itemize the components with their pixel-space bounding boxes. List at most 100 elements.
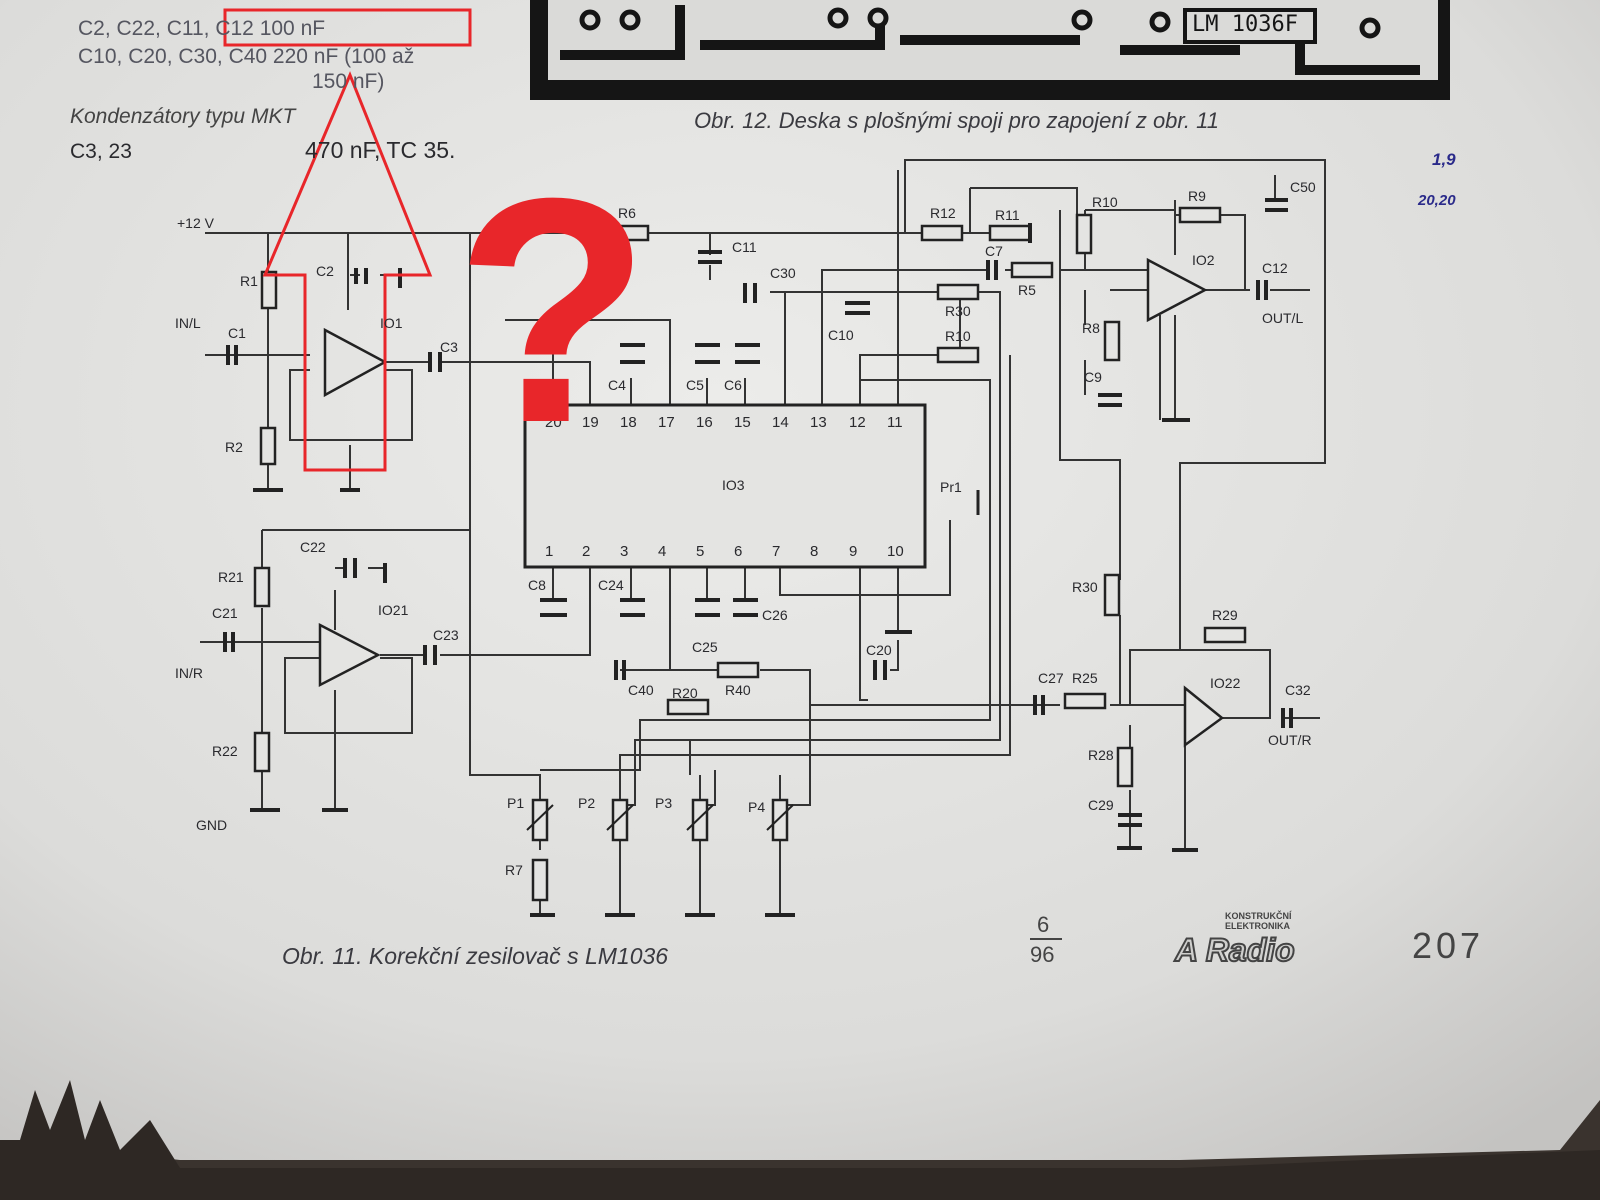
issue-fraction-bar [1030, 938, 1062, 940]
c3-label: C3, 23 [70, 140, 132, 163]
publisher-logo: A Radio [1174, 931, 1296, 969]
label-r22: R22 [212, 743, 238, 759]
parts-list-line-3: 150 nF) [312, 70, 385, 93]
pin-12: 12 [849, 414, 866, 431]
label-r6: R6 [618, 205, 636, 221]
input-right-label: IN/R [175, 665, 203, 681]
label-c8: C8 [528, 577, 546, 593]
pin-13: 13 [810, 414, 827, 431]
label-c12: C12 [1262, 260, 1288, 276]
label-c40: C40 [628, 682, 654, 698]
ground-label: GND [196, 817, 227, 833]
supply-label: +12 V [177, 215, 215, 231]
label-c30: C30 [770, 265, 796, 281]
pin-5: 5 [696, 543, 704, 560]
label-r8: R8 [1082, 320, 1100, 336]
pin-11: 11 [887, 414, 903, 431]
label-r12: R12 [930, 205, 956, 221]
pot-wipers [526, 804, 794, 831]
label-c6: C6 [724, 377, 742, 393]
label-p2: P2 [578, 795, 595, 811]
pin-20: 20 [545, 414, 562, 431]
pin-17: 17 [658, 414, 675, 431]
question-mark: ? [455, 131, 651, 489]
schematic-components [253, 206, 1247, 902]
label-r1: R1 [240, 273, 258, 289]
pin-9: 9 [849, 543, 857, 560]
input-left-label: IN/L [175, 315, 201, 331]
pcb-chip-label: LM 1036F [1192, 12, 1298, 37]
mkt-heading: Kondenzátory typu MKT [70, 105, 296, 128]
label-c4: C4 [608, 377, 626, 393]
io3-pins-bottom: 1 2 3 4 5 6 7 8 9 10 [545, 543, 904, 560]
pcb-board [530, 0, 1450, 100]
io2-label: IO2 [1192, 252, 1215, 268]
label-c1: C1 [228, 325, 246, 341]
label-r30: R30 [1072, 579, 1098, 595]
component-labels: R1 R2 R21 R22 R6 R12 R11 R10 R9 R5 R30 R… [212, 179, 1316, 878]
label-c22: C22 [300, 539, 326, 555]
highlight-box [223, 8, 472, 47]
label-r2: R2 [225, 439, 243, 455]
capacitor-plates [223, 198, 1293, 917]
schematic-caption: Obr. 11. Korekční zesilovač s LM1036 [282, 943, 669, 969]
label-p1: P1 [507, 795, 524, 811]
label-r25: R25 [1072, 670, 1098, 686]
label-c20: C20 [866, 642, 892, 658]
label-c27: C27 [1038, 670, 1064, 686]
pin-6: 6 [734, 543, 742, 560]
publisher-small: KONSTRUKČNÍ ELEKTRONIKA [1225, 911, 1292, 931]
label-r10: R10 [945, 328, 971, 344]
page-number: 207 [1412, 925, 1485, 966]
parts-list-line-2: C10, C20, C30, C40 220 nF (100 až [78, 45, 415, 68]
label-r9: R9 [1188, 188, 1206, 204]
label-c5: C5 [686, 377, 704, 393]
label-r20: R20 [672, 685, 698, 701]
label-r7: R7 [505, 862, 523, 878]
label-c25: C25 [692, 639, 718, 655]
label-c32: C32 [1285, 682, 1311, 698]
handwritten-note-2: 20,20 [1417, 192, 1456, 209]
label-r10-top: R10 [1092, 194, 1118, 210]
issue-number-top: 6 [1037, 912, 1050, 937]
issue-number-bottom: 96 [1030, 942, 1055, 967]
pin-2: 2 [582, 543, 590, 560]
pin-7: 7 [772, 543, 780, 560]
label-r11: R11 [995, 207, 1020, 223]
output-right-label: OUT/R [1268, 732, 1312, 748]
c3-value: 470 nF, TC 35. [305, 137, 456, 163]
pin-10: 10 [887, 543, 904, 560]
handwritten-note-1: 1,9 [1432, 150, 1456, 169]
label-r21: R21 [218, 569, 244, 585]
pin-16: 16 [696, 414, 713, 431]
label-c3: C3 [440, 339, 458, 355]
label-r28: R28 [1088, 747, 1114, 763]
label-c2: C2 [316, 263, 334, 279]
label-r29: R29 [1212, 607, 1238, 623]
label-c23: C23 [433, 627, 459, 643]
pin-15: 15 [734, 414, 751, 431]
label-c21: C21 [212, 605, 238, 621]
label-c50: C50 [1290, 179, 1316, 195]
label-c24: C24 [598, 577, 624, 593]
label-r5: R5 [1018, 282, 1036, 298]
io1-label: IO1 [380, 315, 403, 331]
label-c26: C26 [762, 607, 788, 623]
label-p4: P4 [748, 799, 765, 815]
pin-4: 4 [658, 543, 666, 560]
io3-label: IO3 [722, 477, 745, 493]
label-c10: C10 [828, 327, 854, 343]
output-left-label: OUT/L [1262, 310, 1303, 326]
label-r30-top: R30 [945, 303, 971, 319]
pcb-caption: Obr. 12. Deska s plošnými spoji pro zapo… [694, 108, 1219, 133]
io3-pins-top: 20 19 18 17 16 15 14 13 12 11 [545, 414, 903, 431]
pin-19: 19 [582, 414, 599, 431]
pr1-label: Pr1 [940, 479, 962, 495]
pin-14: 14 [772, 414, 789, 431]
pin-8: 8 [810, 543, 818, 560]
opamp-symbols [318, 257, 1225, 748]
highlight-arrow [262, 71, 433, 472]
pin-3: 3 [620, 543, 628, 560]
